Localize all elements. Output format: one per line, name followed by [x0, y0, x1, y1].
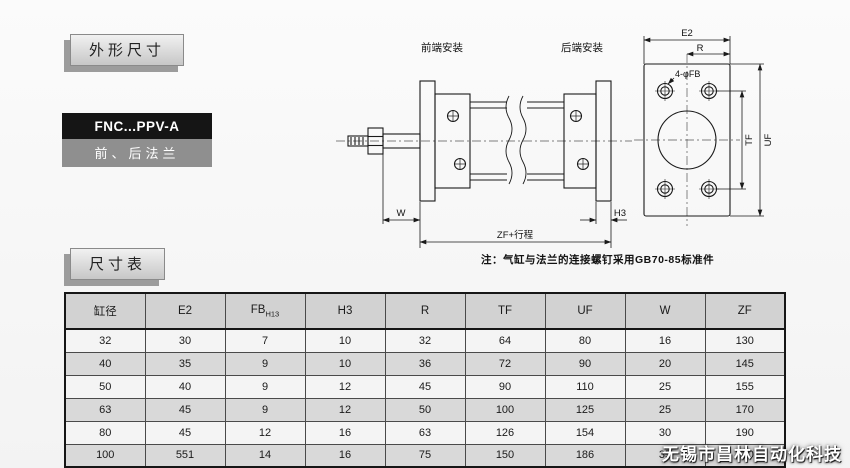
table-cell: 50	[64, 374, 146, 399]
column-header: E2	[144, 292, 226, 330]
table-cell: 12	[224, 420, 306, 445]
table-cell: 10	[304, 351, 386, 376]
column-header: W	[624, 292, 706, 330]
table-cell: 40	[64, 351, 146, 376]
column-header-subscript: H13	[265, 309, 280, 319]
table-cell: 35	[144, 351, 226, 376]
table-cell: 25	[624, 374, 706, 399]
column-header: R	[384, 292, 466, 330]
table-cell: 210	[704, 443, 786, 468]
table-cell: 45	[144, 420, 226, 445]
table-cell: 63	[64, 397, 146, 422]
table-cell: 32	[384, 328, 466, 353]
table-cell: 110	[544, 374, 626, 399]
table-cell: 64	[464, 328, 546, 353]
column-header: TF	[464, 292, 546, 330]
table-cell: 75	[384, 443, 466, 468]
dim-tf-label: TF	[744, 134, 755, 146]
table-cell: 16	[304, 420, 386, 445]
rear-mount-label: 后端安装	[561, 41, 603, 54]
table-cell: 154	[544, 420, 626, 445]
table-cell: 130	[704, 328, 786, 353]
table-cell: 7	[224, 328, 306, 353]
table-cell: 40	[144, 374, 226, 399]
dim-e2-label: E2	[681, 28, 693, 39]
table-cell: 20	[624, 351, 706, 376]
column-header: 缸径	[64, 292, 146, 330]
table-cell: 9	[224, 374, 306, 399]
column-header: H3	[304, 292, 386, 330]
table-cell: 14	[224, 443, 306, 468]
model-mount-type: 前、后法兰	[62, 139, 212, 167]
table-cell: 10	[304, 328, 386, 353]
dimension-table-badge: 尺寸表	[70, 248, 166, 280]
table-cell: 35	[624, 443, 706, 468]
table-cell: 72	[464, 351, 546, 376]
table-cell: 186	[544, 443, 626, 468]
dim-w-label: W	[397, 208, 406, 219]
table-cell: 551	[144, 443, 226, 468]
table-cell: 100	[464, 397, 546, 422]
standard-note: 注：气缸与法兰的连接螺钉采用GB70-85标准件	[481, 254, 715, 266]
table-cell: 80	[64, 420, 146, 445]
table-cell: 25	[624, 397, 706, 422]
table-cell: 170	[704, 397, 786, 422]
table-cell: 12	[304, 397, 386, 422]
dim-r-label: R	[697, 43, 704, 54]
table-cell: 30	[624, 420, 706, 445]
dim-h3-label: H3	[614, 208, 626, 219]
table-cell: 126	[464, 420, 546, 445]
table-cell: 36	[384, 351, 466, 376]
dim-fb-label: 4-φFB	[675, 69, 700, 79]
table-cell: 150	[464, 443, 546, 468]
column-header: FBH13	[224, 292, 306, 330]
table-cell: 9	[224, 351, 306, 376]
table-cell: 80	[544, 328, 626, 353]
column-header: UF	[544, 292, 626, 330]
company-watermark: 无锡市昌林自动化科技	[662, 445, 842, 464]
model-label-box: FNC...PPV-A 前、后法兰	[62, 113, 212, 167]
table-cell: 32	[64, 328, 146, 353]
table-cell: 125	[544, 397, 626, 422]
table-cell: 9	[224, 397, 306, 422]
table-cell: 50	[384, 397, 466, 422]
dim-zf-label: ZF+行程	[497, 229, 534, 241]
dim-uf-label: UF	[763, 133, 774, 146]
front-mount-label: 前端安装	[421, 41, 463, 54]
table-cell: 12	[304, 374, 386, 399]
table-cell: 30	[144, 328, 226, 353]
table-cell: 63	[384, 420, 466, 445]
cylinder-side-view-drawing: 前端安装 后端安装 W H3 ZF+行程	[336, 41, 632, 248]
table-cell: 145	[704, 351, 786, 376]
table-cell: 90	[544, 351, 626, 376]
table-cell: 190	[704, 420, 786, 445]
table-cell: 155	[704, 374, 786, 399]
column-header: ZF	[704, 292, 786, 330]
outline-dimensions-badge: 外形尺寸	[70, 34, 185, 66]
table-cell: 100	[64, 443, 146, 468]
table-cell: 45	[144, 397, 226, 422]
table-cell: 90	[464, 374, 546, 399]
table-cell: 16	[624, 328, 706, 353]
table-cell: 45	[384, 374, 466, 399]
model-code: FNC...PPV-A	[62, 113, 212, 139]
table-cell: 16	[304, 443, 386, 468]
flange-face-view-drawing: E2 R 4-φFB TF UF	[634, 28, 774, 226]
